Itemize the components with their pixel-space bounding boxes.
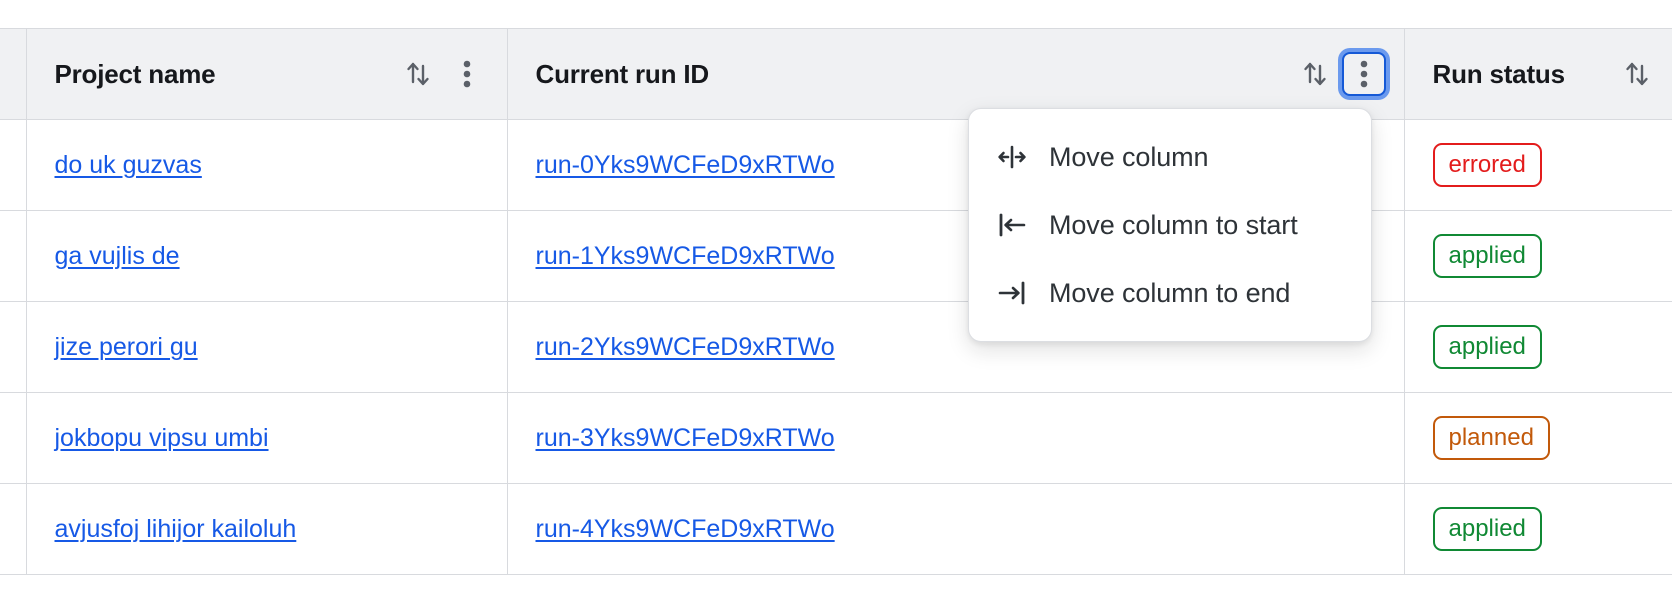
status-badge: errored bbox=[1432, 143, 1542, 187]
row-gutter[interactable] bbox=[0, 119, 27, 211]
row-gutter[interactable] bbox=[0, 483, 27, 575]
column-header-gutter bbox=[0, 28, 27, 120]
cell-run-status: applied bbox=[1404, 483, 1672, 575]
column-header-label-project-name: Project name bbox=[54, 58, 216, 89]
cell-project-name: jize perori gu bbox=[26, 301, 508, 393]
cell-current-run-id: run-4Yks9WCFeD9xRTWo bbox=[507, 483, 1405, 575]
menu-item-label: Move column bbox=[1049, 141, 1209, 172]
menu-item-label: Move column to end bbox=[1049, 277, 1291, 308]
cell-run-status: applied bbox=[1404, 210, 1672, 302]
run-id-link[interactable]: run-4Yks9WCFeD9xRTWo bbox=[535, 514, 835, 543]
table-row: jokbopu vipsu umbi run-3Yks9WCFeD9xRTWo … bbox=[0, 392, 1672, 484]
run-id-link[interactable]: run-2Yks9WCFeD9xRTWo bbox=[535, 332, 835, 361]
project-name-link[interactable]: avjusfoj lihijor kailoluh bbox=[54, 514, 297, 543]
table-header: Project name bbox=[0, 28, 1672, 120]
kebab-menu-icon-project-name[interactable] bbox=[445, 52, 489, 96]
column-header-label-run-status: Run status bbox=[1432, 58, 1566, 89]
kebab-menu-icon-current-run-id[interactable] bbox=[1341, 52, 1386, 96]
move-column-to-end-icon bbox=[997, 278, 1027, 308]
column-header-run-status[interactable]: Run status bbox=[1404, 28, 1672, 120]
cell-project-name: do uk guzvas bbox=[26, 119, 508, 211]
table-body: do uk guzvas run-0Yks9WCFeD9xRTWo errore… bbox=[0, 119, 1672, 575]
cell-run-status: planned bbox=[1404, 392, 1672, 484]
project-name-link[interactable]: jize perori gu bbox=[54, 332, 198, 361]
cell-current-run-id: run-3Yks9WCFeD9xRTWo bbox=[507, 392, 1405, 484]
cell-project-name: jokbopu vipsu umbi bbox=[26, 392, 508, 484]
column-header-current-run-id[interactable]: Current run ID bbox=[507, 28, 1405, 120]
move-column-to-start-icon bbox=[997, 210, 1027, 240]
run-id-link[interactable]: run-0Yks9WCFeD9xRTWo bbox=[535, 150, 835, 179]
cell-project-name: ga vujlis de bbox=[26, 210, 508, 302]
run-id-link[interactable]: run-1Yks9WCFeD9xRTWo bbox=[535, 241, 835, 270]
cell-run-status: applied bbox=[1404, 301, 1672, 393]
project-name-link[interactable]: do uk guzvas bbox=[54, 150, 202, 179]
table-row: do uk guzvas run-0Yks9WCFeD9xRTWo errore… bbox=[0, 119, 1672, 211]
sort-icon-run-status[interactable] bbox=[1620, 56, 1654, 92]
table-row: jize perori gu run-2Yks9WCFeD9xRTWo appl… bbox=[0, 301, 1672, 393]
cell-project-name: avjusfoj lihijor kailoluh bbox=[26, 483, 508, 575]
status-badge: applied bbox=[1432, 234, 1542, 278]
menu-item-move-column-to-end[interactable]: Move column to end bbox=[969, 259, 1371, 327]
status-badge: applied bbox=[1432, 325, 1542, 369]
menu-item-label: Move column to start bbox=[1049, 209, 1298, 240]
table-row: avjusfoj lihijor kailoluh run-4Yks9WCFeD… bbox=[0, 483, 1672, 575]
table-row: ga vujlis de run-1Yks9WCFeD9xRTWo applie… bbox=[0, 210, 1672, 302]
menu-item-move-column-to-start[interactable]: Move column to start bbox=[969, 191, 1371, 259]
status-badge: planned bbox=[1432, 416, 1550, 460]
move-column-icon bbox=[997, 142, 1027, 172]
table-header-row: Project name bbox=[0, 28, 1672, 120]
sort-icon-current-run-id[interactable] bbox=[1298, 56, 1332, 92]
row-gutter[interactable] bbox=[0, 392, 27, 484]
cell-run-status: errored bbox=[1404, 119, 1672, 211]
projects-table: Project name bbox=[0, 28, 1672, 575]
project-name-link[interactable]: jokbopu vipsu umbi bbox=[54, 423, 269, 452]
run-id-link[interactable]: run-3Yks9WCFeD9xRTWo bbox=[535, 423, 835, 452]
status-badge: applied bbox=[1432, 507, 1542, 551]
menu-item-move-column[interactable]: Move column bbox=[969, 123, 1371, 191]
row-gutter[interactable] bbox=[0, 210, 27, 302]
column-header-label-current-run-id: Current run ID bbox=[535, 58, 710, 89]
column-context-menu: Move column Move column to start Move co… bbox=[968, 108, 1372, 342]
sort-icon-project-name[interactable] bbox=[401, 56, 435, 92]
column-header-project-name[interactable]: Project name bbox=[26, 28, 508, 120]
project-name-link[interactable]: ga vujlis de bbox=[54, 241, 180, 270]
row-gutter[interactable] bbox=[0, 301, 27, 393]
